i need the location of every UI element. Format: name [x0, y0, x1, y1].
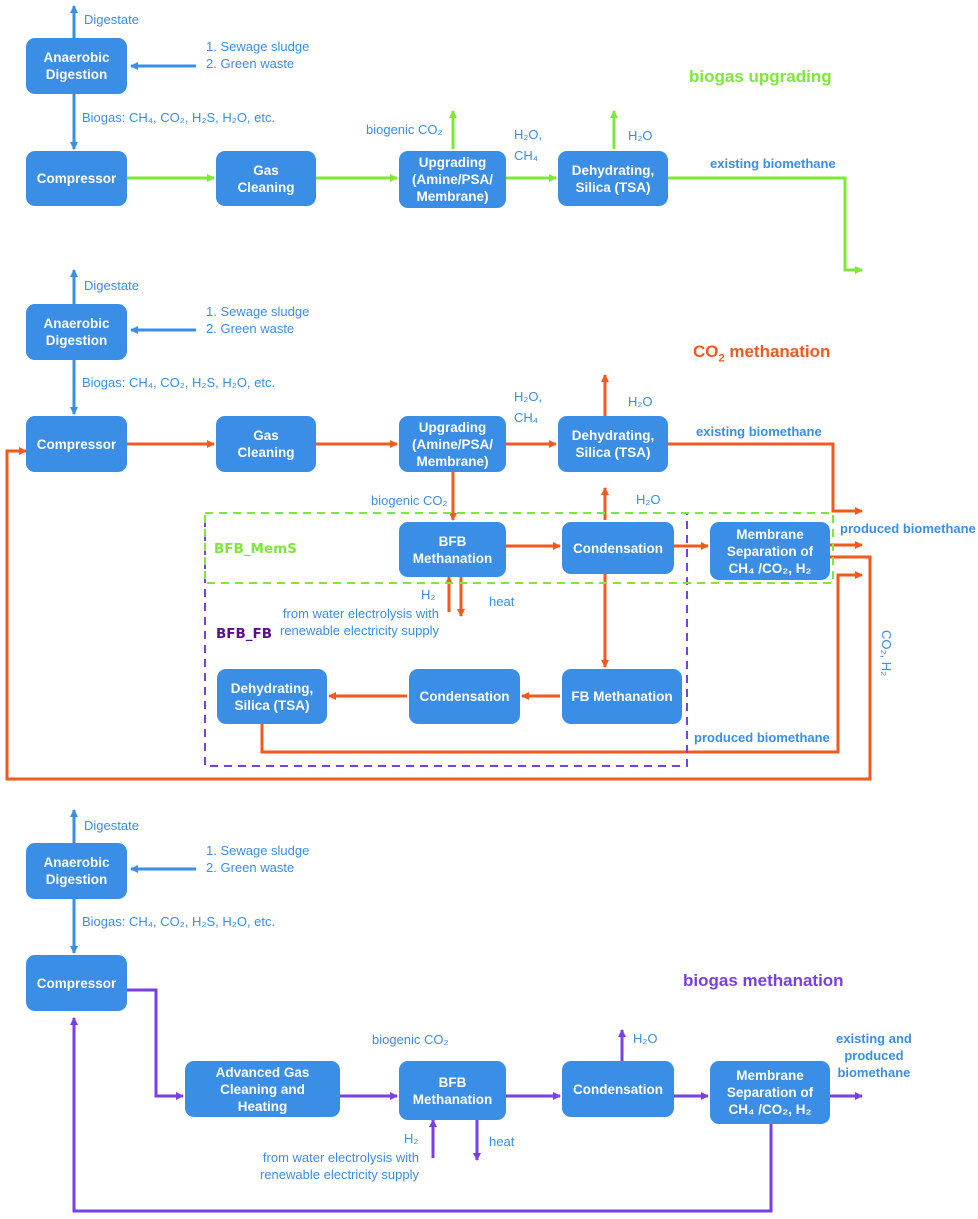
box-upgrading-2: Upgrading (Amine/PSA/ Membrane) [399, 416, 506, 472]
title-biogas-upgrading: biogas upgrading [689, 67, 832, 86]
box-compressor-3: Compressor [26, 955, 127, 1011]
box-upgrading-1: Upgrading (Amine/PSA/ Membrane) [399, 151, 506, 208]
label-existing-biomethane-1: existing biomethane [710, 156, 836, 171]
label-existing-and-produced-3: existing and produced biomethane [836, 1031, 912, 1080]
label-biogas-2: Biogas: CH₄, CO₂, H₂S, H₂O, etc. [82, 375, 276, 390]
box-dehydrating-1: Dehydrating, Silica (TSA) [558, 151, 668, 206]
region-label-bfb-mems: BFB_MemS [214, 541, 297, 557]
arrow-comp-advanced [127, 988, 184, 1100]
label-biogas-3: Biogas: CH₄, CO₂, H₂S, H₂O, etc. [82, 914, 276, 929]
box-membrane-separation-2: Membrane Separation of CH₄ /CO₂, H₂ [710, 522, 830, 580]
title-co2-subscript: 2 [718, 352, 725, 365]
arrow-existing-biomethane-1 [668, 176, 863, 274]
label-biogenic-co2-1: biogenic CO₂ [366, 122, 443, 137]
box-dehydrating-fb-2: Dehydrating, Silica (TSA) [217, 669, 327, 724]
box-bfb-methanation-2: BFB Methanation [399, 522, 506, 577]
label-h2o-1: H₂O [628, 128, 653, 143]
label-heat-3: heat [489, 1134, 515, 1149]
section-biogas-methanation-arrows [70, 809, 863, 1213]
label-biogas-1: Biogas: CH₄, CO₂, H₂S, H₂O, etc. [82, 110, 276, 125]
label-h2o-2: H₂O [628, 394, 653, 409]
region-label-bfb-fb: BFB_FB [216, 626, 273, 642]
box-anaerobic-digestion-2: Anaerobic Digestion [26, 304, 127, 360]
label-h2-2: H₂ [421, 587, 436, 602]
label-h2o-3: H₂O [633, 1031, 658, 1046]
title-biogas-methanation: biogas methanation [683, 971, 844, 990]
label-electrolysis-3: from water electrolysis with renewable e… [260, 1150, 419, 1182]
box-compressor-2: Compressor [26, 416, 127, 472]
title-co2-prefix: CO [693, 342, 719, 361]
label-existing-biomethane-2: existing biomethane [696, 424, 822, 439]
label-digestate-2: Digestate [84, 278, 139, 293]
label-h2o-ch4-2: H₂O, CH₄ [514, 389, 543, 425]
box-bfb-methanation-3: BFB Methanation [399, 1061, 506, 1120]
label-biogenic-co2-3: biogenic CO₂ [372, 1032, 449, 1047]
label-feed-2: 1. Sewage sludge 2. Green waste [206, 304, 310, 336]
box-anaerobic-digestion-3: Anaerobic Digestion [26, 843, 127, 899]
box-advanced-gas-cleaning-3: Advanced Gas Cleaning and Heating [185, 1061, 340, 1117]
box-condensation-fb-2: Condensation [409, 669, 520, 724]
label-digestate-3: Digestate [84, 818, 139, 833]
title-co2-suffix: methanation [724, 342, 831, 361]
label-h2o-ch4-1: H₂O, CH₄ [514, 127, 543, 163]
arrow-co2-h2-recycle [5, 447, 872, 781]
label-produced-biomethane-2: produced biomethane [840, 521, 976, 536]
region-bfb-mems-boundary [204, 512, 834, 584]
label-heat-2: heat [489, 594, 515, 609]
label-feed-1: 1. Sewage sludge 2. Green waste [206, 39, 310, 71]
title-co2-methanation: CO2 methanation [693, 342, 830, 364]
box-condensation-2: Condensation [562, 522, 674, 574]
box-compressor-1: Compressor [26, 151, 127, 206]
label-biogenic-co2-2: biogenic CO₂ [371, 493, 448, 508]
arrow-fb-produced-biomethane [260, 571, 863, 754]
box-membrane-separation-3: Membrane Separation of CH₄ /CO₂, H₂ [710, 1061, 830, 1124]
label-digestate-1: Digestate [84, 12, 139, 27]
arrow-existing-biomethane-2 [668, 442, 863, 515]
arrow-recycle-3 [70, 1017, 773, 1213]
box-dehydrating-2: Dehydrating, Silica (TSA) [558, 416, 668, 472]
section-upgrading-arrows [70, 5, 863, 274]
label-co2-h2-recycle: CO₂, H₂ [879, 630, 894, 677]
label-electrolysis-2: from water electrolysis with renewable e… [280, 606, 439, 638]
box-condensation-3: Condensation [562, 1061, 674, 1117]
box-gas-cleaning-2: Gas Cleaning [216, 416, 316, 472]
box-gas-cleaning-1: Gas Cleaning [216, 151, 316, 206]
box-fb-methanation-2: FB Methanation [562, 669, 682, 724]
label-produced-biomethane-fb: produced biomethane [694, 730, 830, 745]
label-feed-3: 1. Sewage sludge 2. Green waste [206, 843, 310, 875]
box-anaerobic-digestion-1: Anaerobic Digestion [26, 38, 127, 94]
label-h2o-cond-2: H₂O [636, 492, 661, 507]
label-h2-3: H₂ [404, 1131, 419, 1146]
